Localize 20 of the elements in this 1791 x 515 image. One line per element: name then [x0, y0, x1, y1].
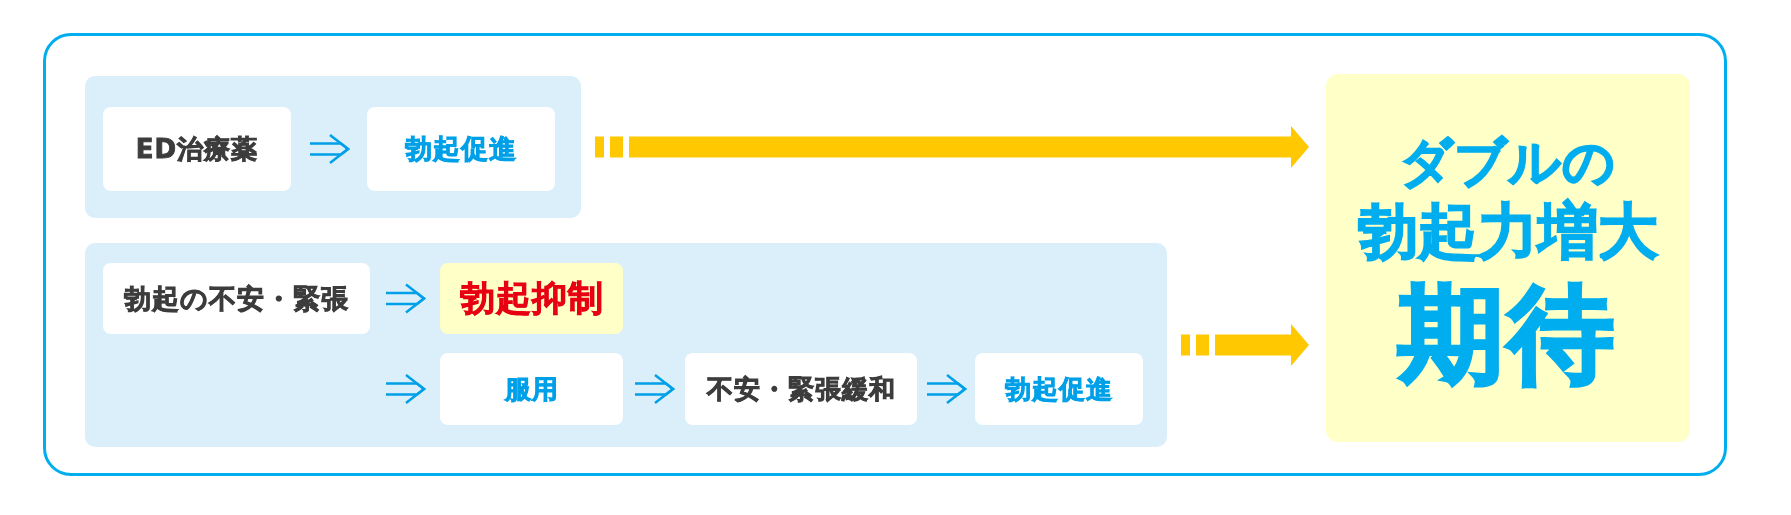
step-box: ED治療薬 — [103, 107, 291, 191]
step-box: 勃起促進 — [975, 353, 1143, 425]
step-box: 勃起促進 — [367, 107, 555, 191]
double-arrow — [925, 373, 968, 405]
thick-arrow — [1181, 324, 1309, 366]
step-box: 不安・緊張緩和 — [685, 353, 917, 425]
highlight-box: 勃起抑制 — [440, 263, 623, 334]
heading-text: ダブルの — [1400, 136, 1616, 188]
double-arrow — [384, 283, 427, 314]
double-arrow — [308, 133, 351, 165]
heading-text: 勃起力増大 — [1358, 201, 1658, 261]
emphasis-text: 期待 — [1398, 282, 1618, 388]
thick-arrow — [595, 126, 1309, 168]
result-panel — [1326, 74, 1690, 442]
group-panel — [85, 243, 1167, 447]
group-panel — [85, 76, 581, 218]
double-arrow — [633, 373, 676, 405]
step-box: 勃起の不安・緊張 — [103, 263, 370, 334]
double-arrow — [384, 373, 427, 405]
step-box: 服用 — [440, 353, 623, 425]
